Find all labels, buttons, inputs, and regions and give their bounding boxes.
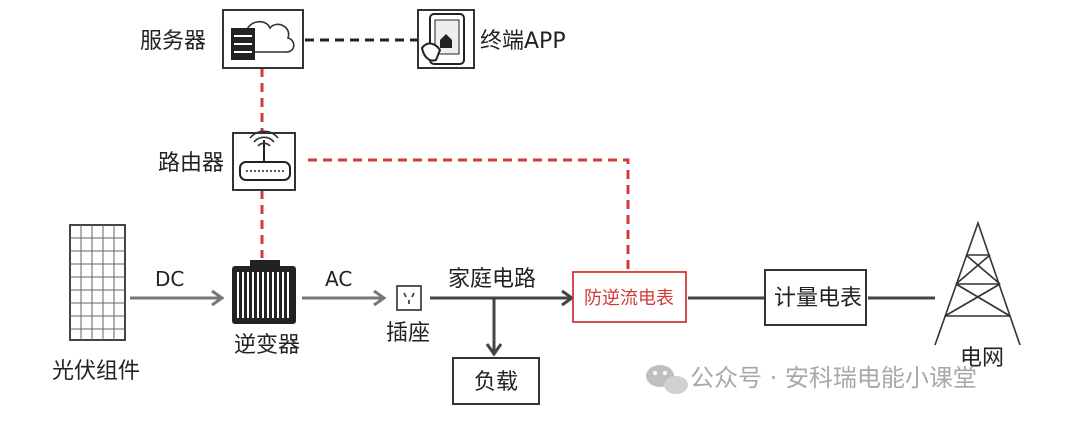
- pv-module-label: 光伏组件: [52, 359, 140, 384]
- terminal-app-node: 终端APP: [417, 9, 566, 69]
- metering-meter-label: 计量电表: [774, 286, 862, 311]
- watermark-text: 公众号 · 安科瑞电能小课堂: [690, 364, 977, 392]
- inverter-icon: [232, 260, 296, 324]
- server-node: 服务器: [140, 9, 304, 69]
- router-meter-link: [308, 158, 630, 272]
- metering-meter-box: [764, 269, 867, 326]
- anti-backflow-meter-label: 防逆流电表: [584, 288, 674, 309]
- power-socket-icon: [396, 285, 422, 311]
- pv-module-node: 光伏组件: [52, 224, 140, 384]
- household-circuit-label: 家庭电路: [448, 267, 536, 292]
- load-node: 负载: [452, 357, 540, 405]
- anti-backflow-meter-box: [572, 271, 687, 323]
- router-node: 路由器: [158, 130, 296, 191]
- household-circuit-flow: 家庭电路: [430, 267, 575, 357]
- ac-arrow: AC: [302, 267, 387, 307]
- socket-label: 插座: [386, 321, 430, 346]
- dc-label: DC: [155, 267, 184, 291]
- load-box: [452, 357, 540, 405]
- load-label: 负载: [474, 370, 518, 395]
- server-label: 服务器: [140, 29, 206, 54]
- transmission-tower-icon: [934, 220, 1021, 346]
- terminal-app-label: 终端APP: [480, 29, 566, 54]
- wechat-icon: [646, 365, 688, 394]
- wifi-router-icon: [239, 130, 291, 181]
- server-cloud-icon: [231, 20, 295, 60]
- inverter-node: 逆变器: [232, 260, 300, 358]
- anti-backflow-meter-node: 防逆流电表: [572, 271, 687, 323]
- solar-panel-icon: [69, 224, 126, 341]
- watermark: 公众号 · 安科瑞电能小课堂: [646, 364, 977, 394]
- ac-label: AC: [325, 267, 352, 291]
- grid-label: 电网: [960, 346, 1004, 371]
- metering-meter-node: 计量电表: [764, 269, 867, 326]
- phone-app-icon: [420, 13, 465, 65]
- grid-node: 电网: [934, 220, 1021, 371]
- router-label: 路由器: [158, 151, 224, 176]
- socket-node: 插座: [386, 285, 430, 346]
- inverter-label: 逆变器: [234, 333, 300, 358]
- dc-arrow: DC: [130, 267, 225, 307]
